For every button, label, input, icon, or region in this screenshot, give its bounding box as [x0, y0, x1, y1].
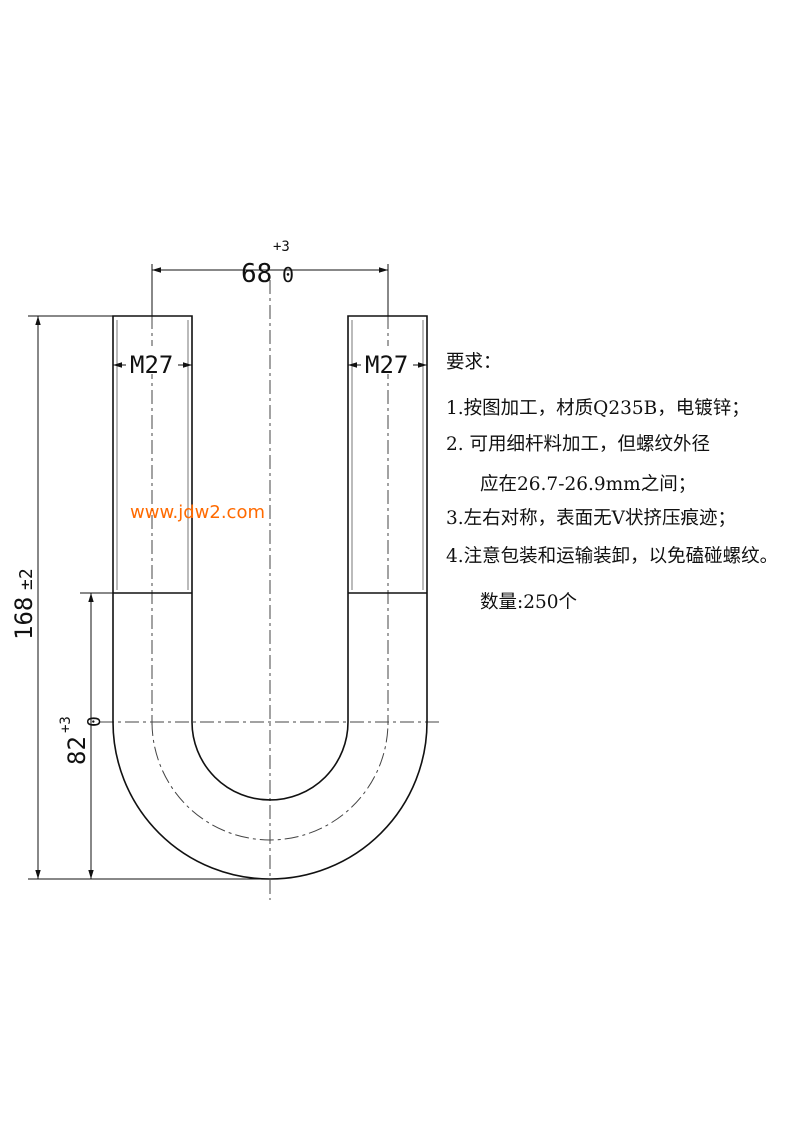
- note-item-1: 1.按图加工，材质Q235B，电镀锌；: [446, 398, 750, 419]
- note-item-2-cont: 应在26.7-26.9mm之间；: [480, 474, 697, 495]
- note-item-4: 4.注意包装和运输装卸，以免磕碰螺纹。: [446, 546, 779, 567]
- height-dimension: [28, 315, 270, 880]
- width-dimension: [151, 264, 389, 316]
- notes-heading: 要求：: [446, 352, 502, 373]
- thread-label-left: M27: [130, 351, 173, 379]
- height-dim-value: 168: [10, 597, 38, 640]
- bend-dim-tol-upper: +3: [58, 716, 74, 733]
- bend-dimension: [80, 592, 113, 879]
- note-quantity: 数量:250个: [480, 592, 578, 613]
- bend-dim-tol-lower: 0: [84, 716, 105, 727]
- width-dim-tol-upper: +3: [273, 239, 290, 255]
- watermark-text: www.jdw2.com: [130, 502, 265, 523]
- height-dim-tol: ±2: [16, 568, 37, 590]
- bend-dim-value: 82: [63, 736, 91, 765]
- center-lines: [100, 280, 440, 900]
- width-dim-value: 68: [241, 259, 272, 289]
- width-dim-tol-lower: 0: [282, 263, 294, 287]
- note-item-3: 3.左右对称，表面无Ⅴ状挤压痕迹；: [446, 508, 737, 529]
- thread-label-right: M27: [365, 351, 408, 379]
- note-item-2: 2. 可用细杆料加工，但螺纹外径: [446, 434, 711, 455]
- u-bolt-outline: [112, 315, 428, 880]
